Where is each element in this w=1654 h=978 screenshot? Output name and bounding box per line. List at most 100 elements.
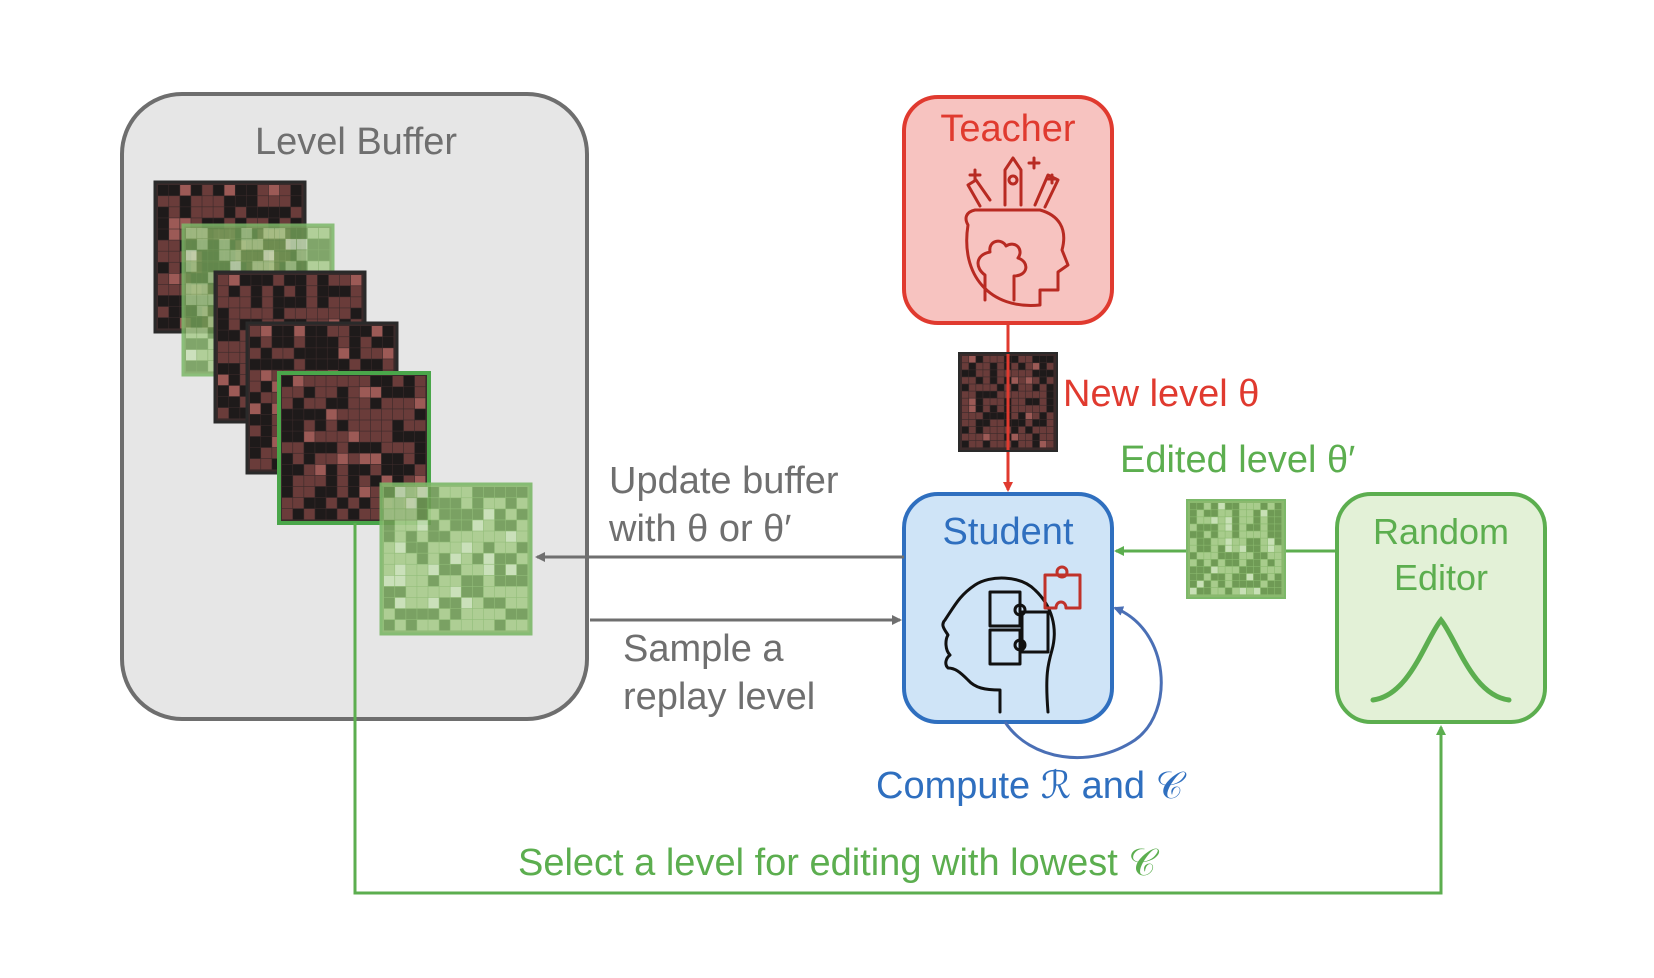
grid-cell	[494, 619, 506, 631]
grid-cell	[428, 520, 439, 531]
grid-cell	[359, 508, 371, 520]
grid-cell	[494, 608, 506, 620]
grid-cell	[1046, 363, 1054, 370]
grid-cell	[197, 283, 208, 294]
grid-cell	[262, 286, 273, 297]
grid-cell	[316, 337, 327, 348]
grid-cell	[318, 239, 330, 250]
grid-cell	[406, 597, 417, 609]
grid-cell	[282, 431, 293, 442]
grid-cell	[158, 196, 169, 207]
grid-cell	[516, 498, 528, 509]
grid-cell	[318, 228, 330, 239]
grid-cell	[990, 391, 997, 398]
grid-cell	[983, 370, 990, 377]
grid-cell	[326, 464, 337, 476]
grid-cell	[976, 398, 983, 405]
grid-cell	[428, 509, 439, 520]
grid-cell	[1211, 587, 1218, 595]
grid-cell	[505, 487, 517, 498]
grid-cell	[218, 308, 229, 319]
grid-cell	[1218, 559, 1225, 567]
grid-cell	[229, 385, 240, 397]
grid-cell	[1197, 531, 1204, 538]
grid-cell	[229, 275, 240, 286]
grid-cell	[976, 412, 983, 420]
grid-cell	[381, 409, 393, 420]
grid-cell	[208, 360, 219, 372]
grid-cell	[472, 487, 484, 498]
grid-cell	[516, 553, 528, 564]
grid-cell	[252, 228, 263, 239]
grid-cell	[1025, 363, 1033, 370]
grid-cell	[218, 407, 229, 419]
grid-cell	[282, 442, 293, 453]
grid-cell	[1246, 580, 1254, 588]
grid-cell	[494, 575, 506, 587]
grid-cell	[328, 308, 340, 319]
grid-cell	[990, 363, 997, 370]
grid-cell	[1018, 363, 1026, 370]
grid-cell	[382, 348, 394, 359]
grid-cell	[208, 294, 219, 305]
grid-cell	[370, 420, 382, 431]
grid-cell	[1253, 524, 1261, 531]
grid-cell	[1267, 573, 1275, 581]
grid-cell	[337, 409, 348, 420]
grid-cell	[1260, 531, 1268, 538]
grid-cell	[1253, 517, 1261, 524]
grid-cell	[282, 486, 293, 498]
grid-cell	[327, 348, 339, 359]
grid-cell	[213, 196, 224, 207]
grid-cell	[371, 348, 383, 359]
grid-cell	[472, 520, 484, 531]
grid-cell	[338, 337, 350, 348]
grid-cell	[1039, 377, 1047, 384]
grid-cell	[406, 608, 417, 620]
grid-cell	[1204, 538, 1211, 545]
grid-cell	[283, 326, 294, 337]
grid-cell	[516, 509, 528, 520]
grid-cell	[1211, 503, 1218, 510]
grid-cell	[1246, 510, 1254, 517]
grid-cell	[158, 251, 169, 262]
grid-cell	[327, 359, 339, 370]
grid-cell	[360, 359, 372, 370]
grid-cell	[962, 377, 969, 384]
grid-cell	[403, 453, 415, 465]
grid-cell	[439, 487, 450, 498]
grid-cell	[1032, 363, 1040, 370]
grid-cell	[219, 261, 230, 272]
grid-cell	[1011, 405, 1019, 413]
grid-cell	[339, 286, 351, 297]
grid-cell	[392, 420, 404, 431]
grid-cell	[337, 376, 348, 387]
grid-cell	[483, 487, 495, 498]
grid-cell	[450, 564, 461, 576]
grid-cell	[1204, 587, 1211, 595]
grid-cell	[240, 374, 251, 386]
grid-cell	[461, 608, 473, 620]
grid-cell	[250, 381, 261, 392]
student-title: Student	[943, 511, 1074, 553]
grid-cell	[197, 349, 208, 361]
grid-cell	[969, 370, 976, 377]
grid-cell	[315, 464, 326, 476]
grid-cell	[472, 597, 484, 609]
grid-cell	[316, 359, 327, 370]
grid-cell	[1239, 580, 1247, 588]
grid-cell	[250, 337, 261, 348]
grid-cell	[505, 553, 517, 564]
grid-cell	[417, 575, 428, 587]
grid-cell	[337, 431, 348, 442]
grid-cell	[1018, 440, 1026, 448]
edited-level-label: Edited level θ′	[1120, 439, 1355, 481]
grid-cell	[384, 520, 395, 531]
grid-cell	[516, 608, 528, 620]
grid-cell	[976, 384, 983, 391]
grid-cell	[384, 608, 395, 620]
grid-cell	[1218, 580, 1225, 588]
grid-cell	[158, 185, 169, 196]
grid-cell	[1232, 566, 1239, 574]
grid-cell	[417, 509, 428, 520]
